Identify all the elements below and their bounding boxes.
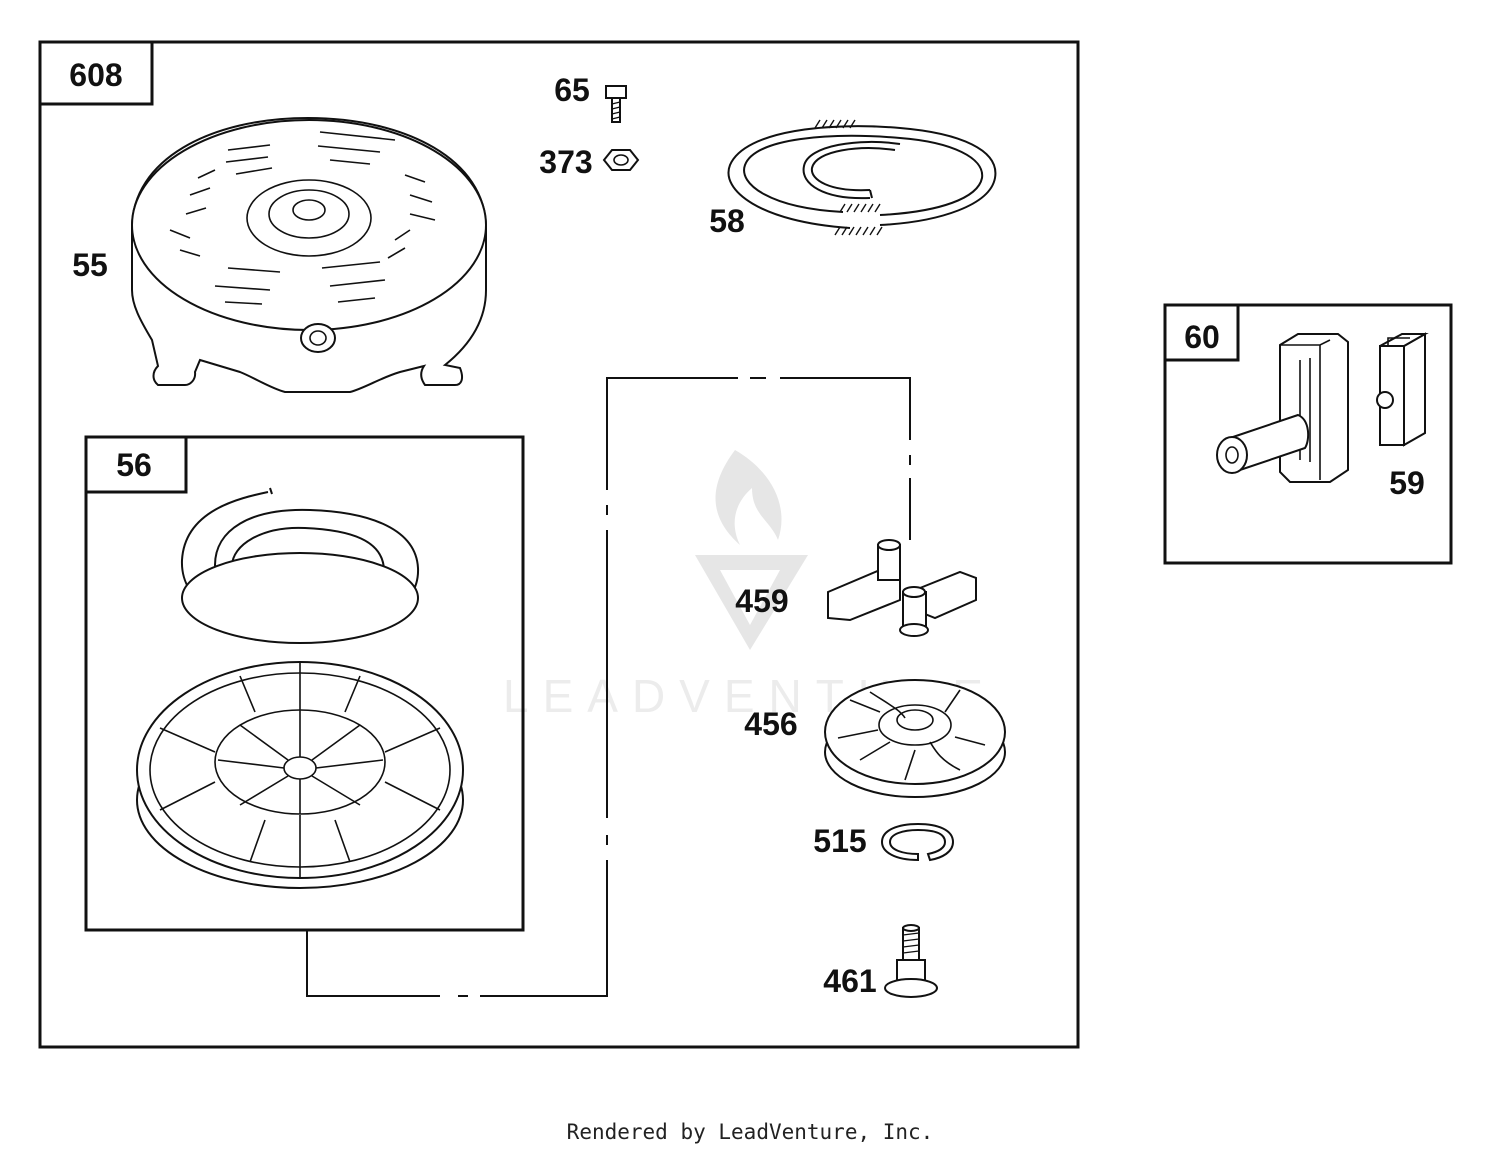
assembly-label-box-608	[38, 40, 154, 106]
part-label-58: 58	[709, 203, 745, 239]
part-label-461: 461	[823, 963, 876, 999]
assembly-label-608: 608	[69, 57, 122, 93]
part-label-515: 515	[813, 823, 866, 859]
assembly-label-60: 60	[1184, 319, 1220, 355]
part-label-459: 459	[735, 583, 788, 619]
watermark-logo	[695, 450, 808, 650]
starter-handle	[1216, 333, 1349, 483]
footer-credit: Rendered by LeadVenture, Inc.	[566, 1120, 934, 1144]
starter-housing	[131, 116, 487, 393]
assembly-frame-608	[38, 40, 1080, 1049]
assembly-leader-lines	[306, 377, 911, 997]
starter-pawls	[827, 539, 977, 637]
assembly-label-box-60	[1163, 303, 1240, 362]
part-label-55: 55	[72, 247, 108, 283]
part-label-59: 59	[1389, 465, 1425, 501]
rewind-spring-ring	[181, 552, 419, 644]
part-label-65: 65	[554, 72, 590, 108]
shoulder-screw	[884, 924, 938, 998]
starter-pulley	[136, 661, 464, 889]
assembly-label-box-56	[84, 435, 188, 494]
screw	[605, 85, 627, 123]
retaining-ring	[880, 822, 955, 862]
hex-nut	[602, 149, 640, 171]
assembly-frame-60	[1163, 303, 1453, 565]
part-label-373: 373	[539, 144, 592, 180]
rope-insert	[1376, 332, 1429, 447]
starter-ratchet	[824, 679, 1006, 798]
assembly-frame-56	[84, 435, 525, 932]
assembly-label-56: 56	[116, 447, 152, 483]
part-label-456: 456	[744, 706, 797, 742]
starter-rope	[727, 119, 997, 236]
